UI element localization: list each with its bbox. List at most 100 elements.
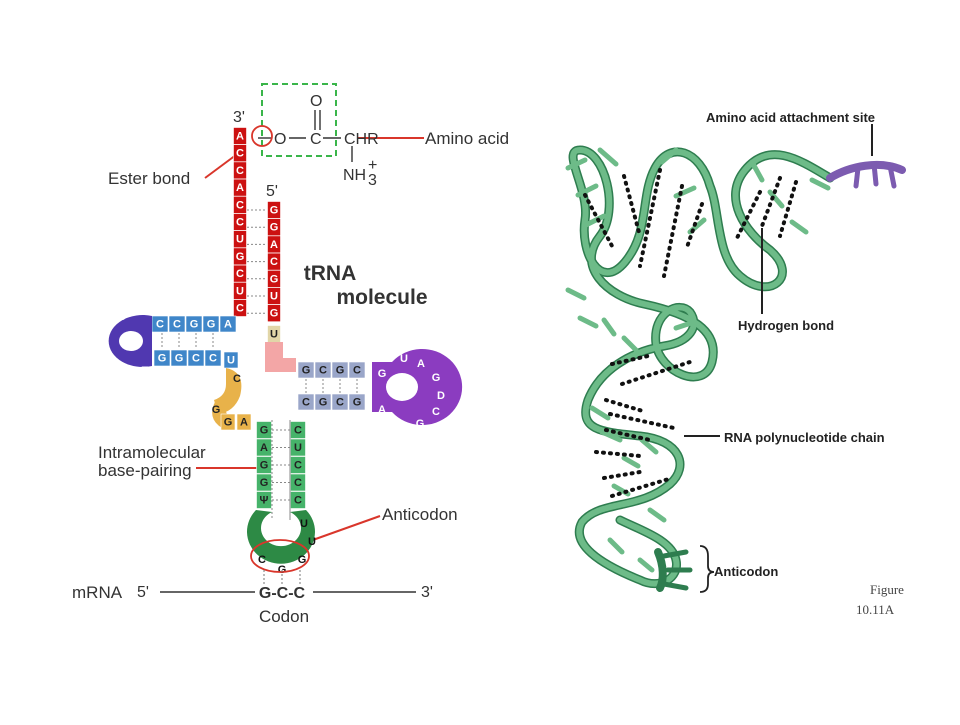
t-stem-top-base-box <box>314 361 332 379</box>
base-tick <box>673 319 697 331</box>
d-stem-bottom-base: C <box>209 353 217 365</box>
acceptor-3-base: A <box>236 131 244 143</box>
d-loop-base: A <box>100 321 108 333</box>
d-stem-bottom-base-box <box>187 349 205 367</box>
t-loop-base: C <box>432 406 440 418</box>
amino-attachment-tick <box>853 165 861 189</box>
nh3-superscript: + <box>368 157 377 174</box>
t-stem-top-base-box <box>348 361 366 379</box>
acceptor-5-base-box <box>267 304 281 323</box>
amino-site-label: Amino acid attachment site <box>706 110 875 125</box>
acceptor-5-base: G <box>270 308 279 320</box>
anticodon-label-left: Anticodon <box>382 505 458 524</box>
g-link-base-box <box>220 413 236 431</box>
t-loop-base: G <box>416 418 425 430</box>
nh3-subscript: 3 <box>368 172 377 189</box>
chr-label: CHR <box>344 131 379 148</box>
t-stem-top-base: C <box>353 365 361 377</box>
three-prime-top-label: 3' <box>233 109 245 126</box>
ac-stem-right-base: C <box>294 425 302 437</box>
d-stem-bottom-base-box <box>204 349 222 367</box>
acceptor-5-base: G <box>270 222 279 234</box>
codon-label: Codon <box>259 607 309 626</box>
trna-title-line1: tRNA <box>304 262 357 285</box>
ac-stem-left-base: A <box>260 442 268 454</box>
d-loop-base: T <box>142 365 149 377</box>
d-stem-bottom-base-box <box>153 349 171 367</box>
d-stem-top-base: A <box>224 319 232 331</box>
c-link-base: C <box>233 373 241 385</box>
rna-chain-label: RNA polynucleotide chain <box>724 430 885 445</box>
d-stem-top-base: C <box>156 319 164 331</box>
anticodon-loop-shape <box>246 510 315 564</box>
d-stem-bottom-base: G <box>175 353 184 365</box>
base-tick <box>601 317 617 337</box>
hydrogen-bond-label: Hydrogen bond <box>738 318 834 333</box>
t-stem-top-base: G <box>336 365 345 377</box>
t-stem-bottom-base-box <box>314 393 332 411</box>
codon-bases-label: G-C-C <box>259 585 306 602</box>
g-link-base: G <box>224 417 233 429</box>
ac-stem-left-base: G <box>260 477 269 489</box>
acceptor-3-base: C <box>236 217 244 229</box>
d-stem-bottom-base-box <box>170 349 188 367</box>
anticodon-end <box>654 548 667 592</box>
t-loop-hole <box>386 373 418 401</box>
junction-u-base: U <box>270 329 278 341</box>
carbon-label: C <box>310 131 322 148</box>
d-stem-bottom-base: C <box>192 353 200 365</box>
base-tick <box>575 183 599 198</box>
base-tick <box>767 189 785 209</box>
t-loop-base: D <box>400 420 408 432</box>
d-u-base: U <box>227 355 235 367</box>
base-tick <box>647 507 667 523</box>
base-tick <box>597 147 619 167</box>
ac-stem-left-base-box <box>256 438 272 457</box>
t-loop-base: G <box>432 372 441 384</box>
acceptor-3-base: C <box>236 303 244 315</box>
t-stem-bottom-base-box <box>348 393 366 411</box>
figure-label-line2: 10.11A <box>856 602 895 617</box>
amino-attachment-end <box>826 160 906 182</box>
t-stem-top-base: G <box>302 365 311 377</box>
base-tick <box>637 557 655 573</box>
anticodon-circle <box>250 539 310 573</box>
d-stem-top-base: C <box>173 319 181 331</box>
intramolecular-label: Intramolecular <box>98 443 206 462</box>
hydrogen-bond-dots <box>604 398 648 414</box>
t-loop-base: U <box>400 353 408 365</box>
anticodon-bracket <box>699 545 715 593</box>
hydrogen-bond-dots <box>602 470 642 480</box>
acceptor-3-base: C <box>236 165 244 177</box>
t-stem-bottom-base: C <box>336 397 344 409</box>
acceptor-3-base: U <box>236 234 244 246</box>
acceptor-3-base: G <box>236 251 245 263</box>
acceptor-3-base: C <box>236 268 244 280</box>
amino-attachment-tick <box>871 161 879 187</box>
base-pairing-label: base-pairing <box>98 461 192 480</box>
base-tick <box>621 335 639 353</box>
hydrogen-bond-dots <box>608 412 676 430</box>
ac-stem-right-base: C <box>294 495 302 507</box>
mrna-5-prime-label: 5' <box>137 584 149 601</box>
d-loop-base: G <box>93 344 102 356</box>
base-tick <box>589 405 611 421</box>
t-loop-base: A <box>378 404 386 416</box>
acceptor-5-base: G <box>270 273 279 285</box>
d-stem-top-base-box <box>168 315 186 333</box>
hydrogen-bond-dots <box>594 450 642 458</box>
oxygen-link-label: O <box>274 131 286 148</box>
carboxyl-group-box <box>261 83 337 157</box>
acceptor-t-connector <box>265 342 296 372</box>
anticodon-loop-base: G <box>298 554 307 566</box>
base-tick <box>809 177 831 191</box>
hydrogen-bond-dots <box>604 428 652 442</box>
t-loop-base: A <box>417 358 425 370</box>
ac-stem-left-base: Ψ <box>260 495 269 507</box>
ac-stem-right-base: C <box>294 477 302 489</box>
anticodon-loop-base: U <box>308 536 316 548</box>
ester-bond-label: Ester bond <box>108 169 190 188</box>
